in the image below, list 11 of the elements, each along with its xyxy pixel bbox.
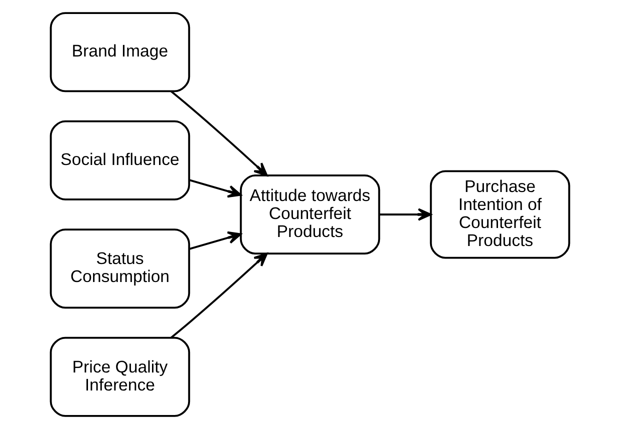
arrow	[170, 252, 268, 338]
node-box: Status Consumption	[50, 228, 190, 309]
arrow	[189, 179, 242, 198]
node-box: Brand Image	[50, 12, 190, 92]
node-box: Purchase Intention of Counterfeit Products	[430, 170, 570, 259]
arrow	[379, 208, 432, 221]
arrow	[189, 231, 242, 250]
node-box: Attitude towards Counterfeit Products	[240, 174, 380, 255]
node-box: Price Quality Inference	[50, 336, 190, 417]
node-box: Social Influence	[50, 120, 190, 200]
arrow	[170, 90, 268, 176]
